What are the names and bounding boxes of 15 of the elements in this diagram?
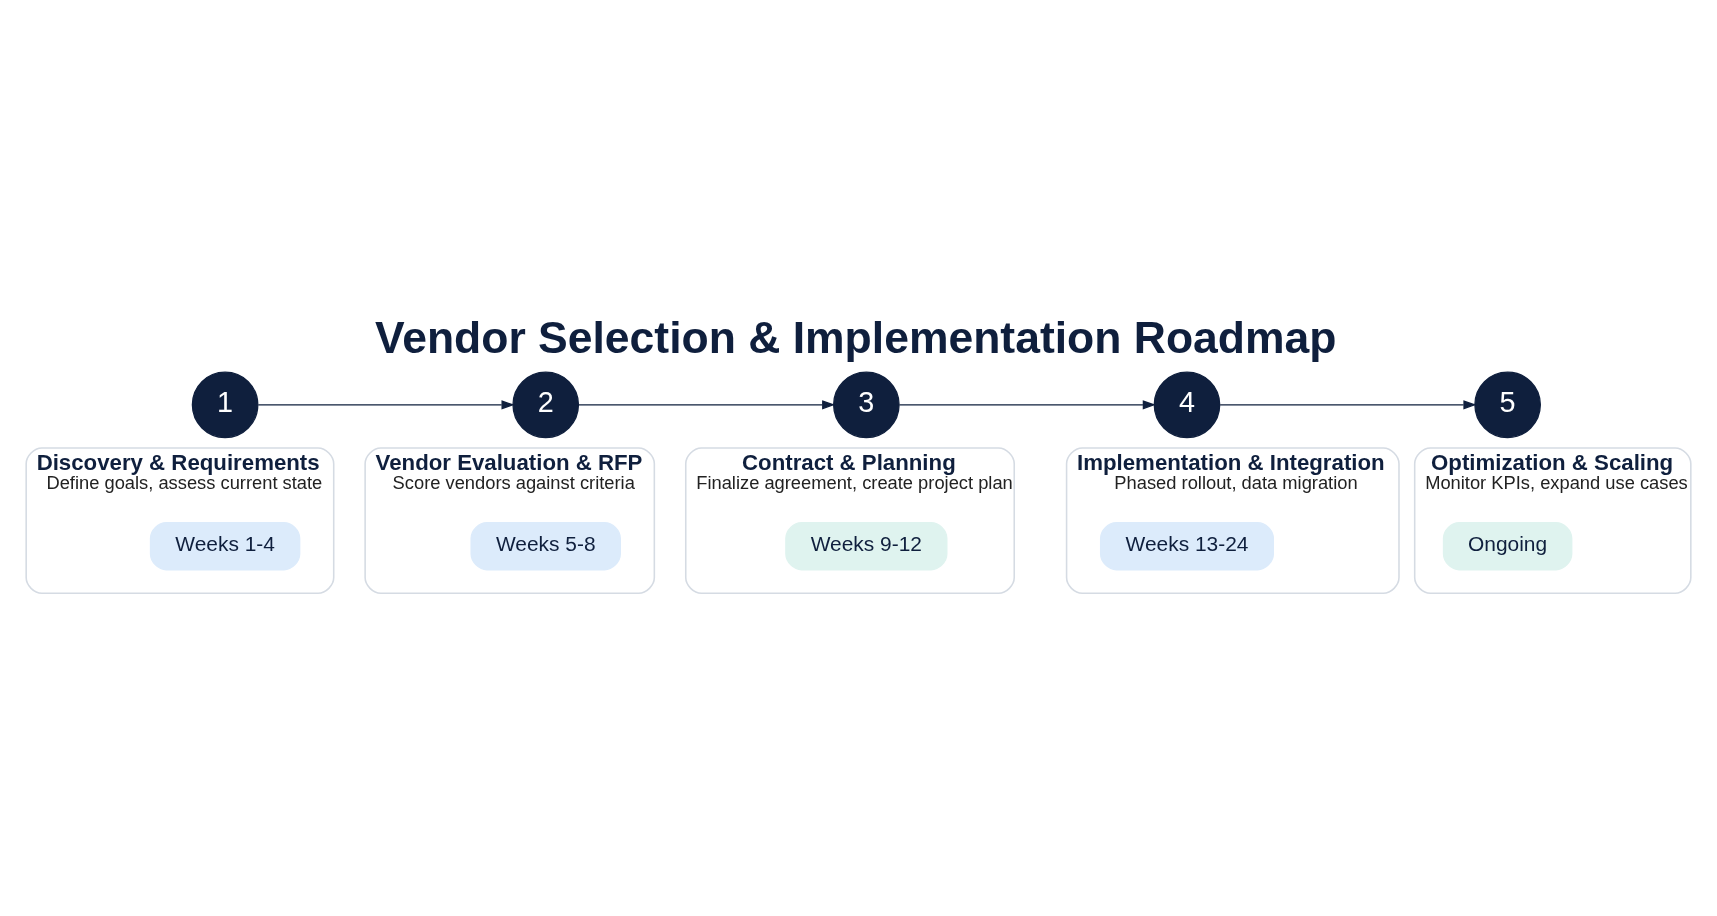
node-circle: 4 xyxy=(1153,370,1221,438)
arrow xyxy=(578,399,836,409)
arrow xyxy=(257,399,515,409)
arrow xyxy=(898,399,1156,409)
diagram-title: Vendor Selection & Implementation Roadmap xyxy=(374,312,1337,362)
node-box: Ongoing xyxy=(1442,521,1573,570)
arrow xyxy=(1219,399,1477,409)
node-circle: 2 xyxy=(512,370,580,438)
node-box: Weeks 5-8 xyxy=(470,521,621,570)
node-box: Weeks 9-12 xyxy=(785,521,948,570)
node-circle: 3 xyxy=(832,370,900,438)
node-circle: 1 xyxy=(191,370,259,438)
node-circle: 5 xyxy=(1474,370,1541,438)
node-box: Weeks 13-24 xyxy=(1099,521,1274,570)
node-box: Weeks 1-4 xyxy=(149,521,301,570)
